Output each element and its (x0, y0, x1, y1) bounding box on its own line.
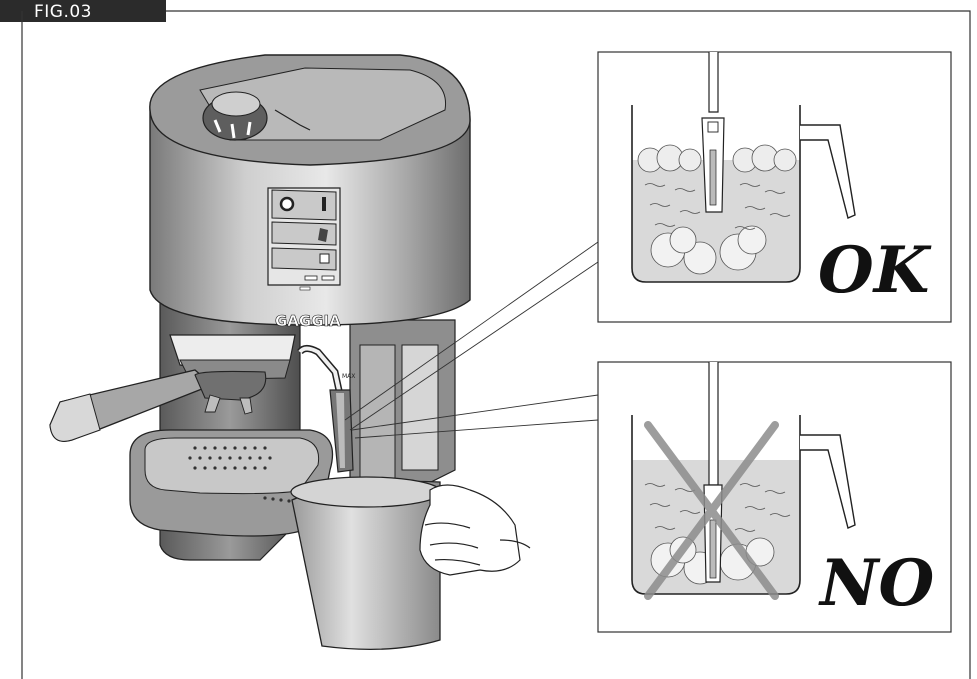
frame-border (166, 10, 971, 679)
hand (419, 484, 531, 576)
brand-logo: GAGGIA (275, 312, 341, 330)
cross-mark (644, 421, 779, 600)
panel-no: NO (597, 361, 952, 633)
steam-max-marker: MAX (342, 373, 355, 380)
espresso-machine: GAGGIA MAX (49, 54, 471, 561)
verdict-ok: OK (818, 233, 932, 308)
panel-ok: OK (597, 51, 952, 323)
figure-label: FIG.03 (0, 0, 166, 22)
callout-lines (344, 241, 599, 439)
verdict-no: NO (818, 546, 935, 621)
